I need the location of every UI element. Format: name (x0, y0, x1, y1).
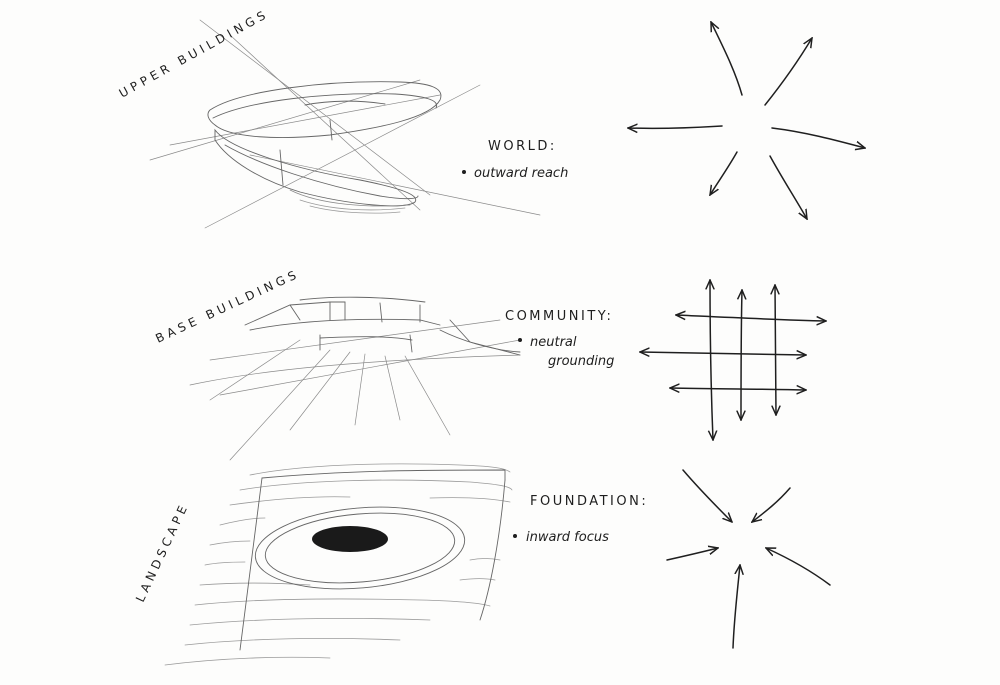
outward-arrows (628, 22, 865, 219)
grid-arrows (640, 280, 826, 440)
upper-buildings-label: UPPER BUILDINGS (117, 6, 272, 100)
world-bullet (462, 170, 466, 174)
inward-arrows (666, 469, 831, 649)
community-heading: COMMUNITY: (505, 309, 613, 324)
landscape-sketch (164, 463, 513, 666)
community-bullet (518, 338, 522, 342)
community-note-2: grounding (548, 354, 614, 369)
landscape-center-void (312, 526, 388, 552)
community-note-1: neutral (530, 335, 577, 350)
world-heading: WORLD: (488, 139, 557, 154)
upper-buildings-sketch (149, 19, 541, 229)
base-buildings-label: BASE BUILDINGS (153, 267, 302, 346)
base-buildings-sketch (189, 296, 521, 461)
foundation-bullet (513, 534, 517, 538)
world-note: outward reach (474, 166, 568, 181)
foundation-heading: FOUNDATION: (530, 494, 648, 509)
landscape-label: LANDSCAPE (133, 500, 192, 604)
foundation-note: inward focus (526, 530, 609, 545)
